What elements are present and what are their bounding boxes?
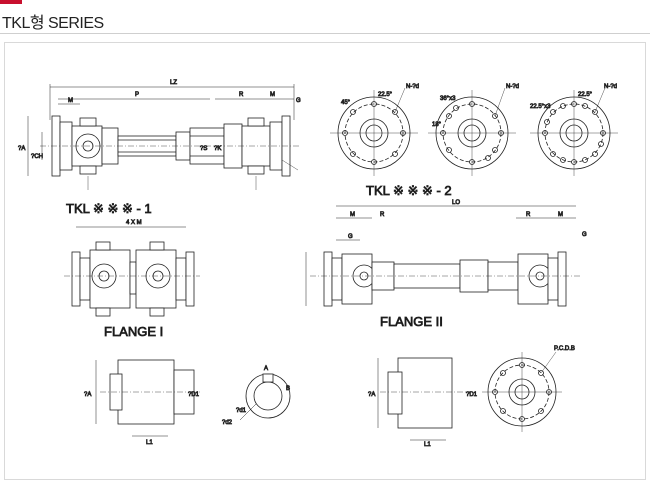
flange-face-2 bbox=[428, 87, 516, 176]
flange-face-views bbox=[330, 87, 618, 176]
dim-angle-4: 18° bbox=[432, 122, 442, 128]
flange-2-face-view bbox=[482, 351, 562, 432]
dim-m-lo-2: M bbox=[558, 212, 563, 218]
dim-l1-hub-1: L1 bbox=[146, 440, 153, 446]
series-1-label: TKL ※ ※ ※ - 1 bbox=[66, 201, 152, 216]
flange-1-hub-section bbox=[95, 359, 200, 437]
dim-angle-1: 22.5° bbox=[378, 92, 393, 98]
dim-d1-hub-1: ?D1 bbox=[188, 392, 200, 398]
dim-aa: A bbox=[264, 366, 268, 372]
page-title: TKL형 SERIES bbox=[2, 15, 104, 32]
dim-nd-1: N-?d bbox=[406, 84, 419, 90]
dim-nd-2: N-?d bbox=[506, 84, 519, 90]
dim-m-lo: M bbox=[350, 212, 355, 218]
dim-d1-hub-2: ?D1 bbox=[466, 392, 478, 398]
dim-ch: ?CH bbox=[31, 154, 43, 160]
dim-angle-6: 22.5°x3 bbox=[530, 104, 551, 110]
dim-lz: LZ bbox=[170, 80, 177, 86]
tkl1-assembly-drawing bbox=[27, 84, 300, 190]
dim-l1-hub-2: L1 bbox=[424, 442, 431, 448]
dim-a: ?A bbox=[18, 146, 25, 152]
dim-d2: ?d2 bbox=[222, 420, 233, 426]
flange-1-assembly bbox=[64, 226, 200, 317]
dim-r-lo: R bbox=[380, 212, 385, 218]
flange-face-1 bbox=[330, 87, 418, 176]
dim-a-hub-2: ?A bbox=[368, 392, 375, 398]
dim-b: B bbox=[286, 386, 290, 392]
dim-a-hub-1: ?A bbox=[84, 392, 91, 398]
dim-4xm: 4 X M bbox=[126, 220, 142, 226]
dim-lo: LO bbox=[452, 200, 460, 206]
dim-angle-5: 22.5° bbox=[578, 92, 593, 98]
dim-s: ?S bbox=[200, 146, 207, 152]
header-divider bbox=[0, 33, 650, 34]
series-2-label: TKL ※ ※ ※ - 2 bbox=[366, 183, 452, 198]
keyway-detail bbox=[239, 373, 291, 421]
dim-m-left: M bbox=[68, 98, 73, 104]
dim-m-right: M bbox=[270, 92, 275, 98]
dim-r: R bbox=[239, 92, 244, 98]
dim-d1s: ?d1 bbox=[236, 408, 247, 414]
dim-g-lo: G bbox=[348, 234, 353, 240]
flange-1-label: FLANGE I bbox=[104, 324, 163, 339]
dim-angle-2: 45° bbox=[341, 100, 351, 106]
header-accent-bar bbox=[0, 0, 22, 4]
dim-nd-3: N-?d bbox=[604, 84, 617, 90]
flange-2-assembly bbox=[305, 205, 580, 307]
dim-g: G bbox=[296, 98, 301, 104]
dim-angle-3: 36°x3 bbox=[440, 96, 456, 102]
flange-face-3 bbox=[530, 87, 618, 176]
dim-k: ?K bbox=[214, 146, 221, 152]
dim-pcd: P.C.D.B bbox=[554, 346, 575, 352]
dim-r-lo-2: R bbox=[526, 212, 531, 218]
dim-g-lo-2: G bbox=[582, 232, 587, 238]
flange-2-hub-section bbox=[377, 357, 470, 441]
flange-2-label: FLANGE II bbox=[380, 314, 443, 329]
dim-p: P bbox=[135, 92, 139, 98]
